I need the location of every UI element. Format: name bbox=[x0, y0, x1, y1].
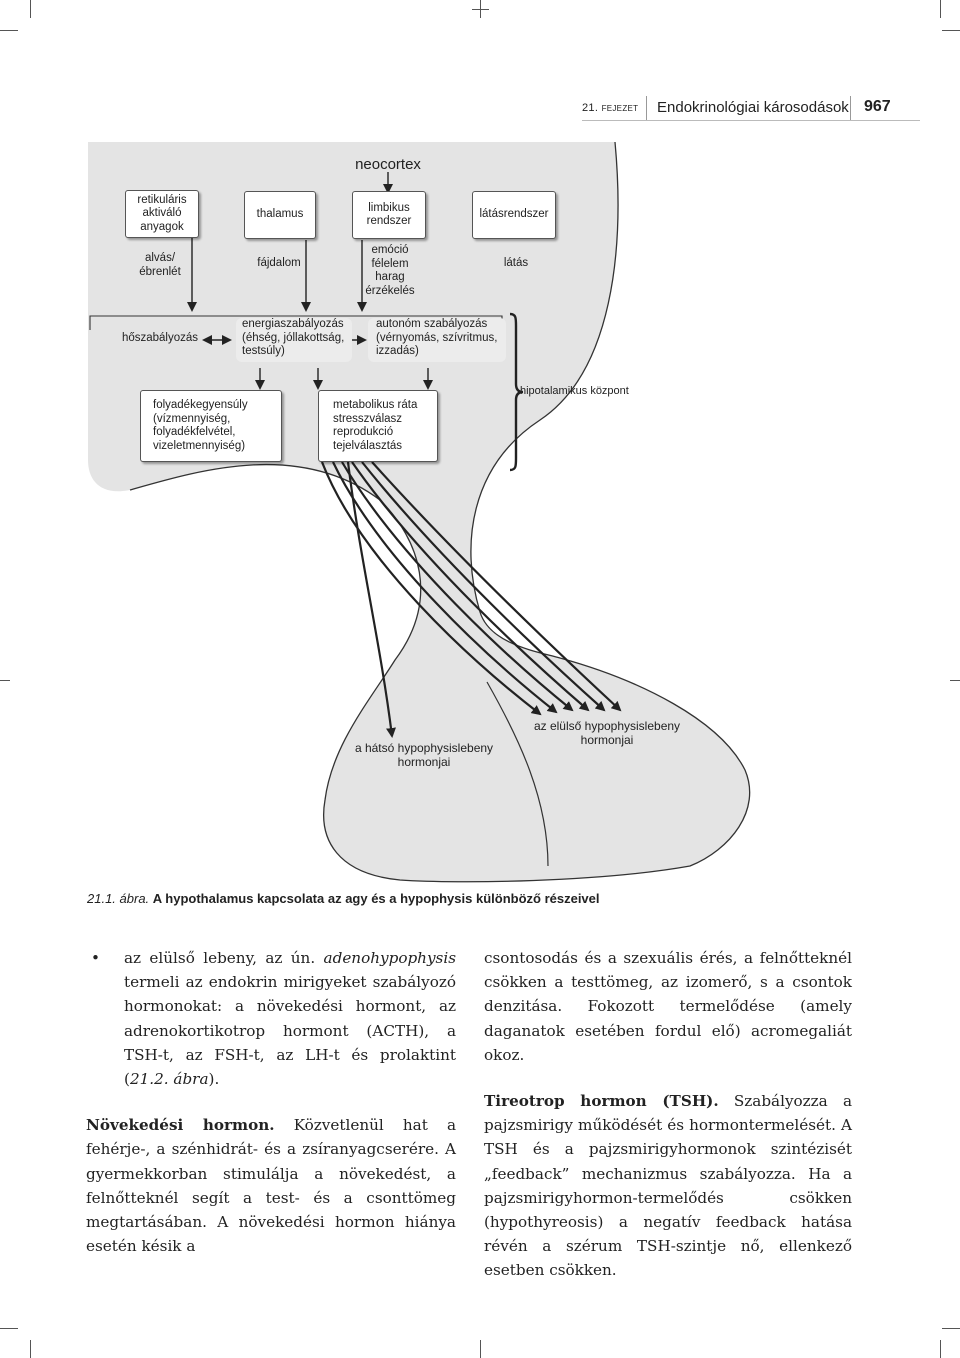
chapter-label: 21. FEJEZET bbox=[582, 102, 639, 114]
hypothalamus-diagram: neocortex retikuláris aktiváló anyagok t… bbox=[88, 141, 751, 883]
crop-mark bbox=[472, 9, 489, 10]
label-elulso-hypophysis: az elülső hypophysislebeny hormonjai bbox=[533, 719, 681, 747]
paragraph-novekedesi: Növekedési hormon. Közvetlenül hat a feh… bbox=[86, 1113, 456, 1258]
crop-mark bbox=[942, 1328, 960, 1329]
running-header: 21. FEJEZET Endokrinológiai károsodások … bbox=[0, 96, 960, 122]
box-thalamus: thalamus bbox=[244, 191, 316, 239]
fiber-anterior-5 bbox=[361, 461, 606, 712]
bullet-dot: • bbox=[91, 949, 100, 967]
header-rule bbox=[582, 120, 920, 121]
label-emocio: emóció félelem harag érzékelés bbox=[365, 244, 415, 297]
brain-outline bbox=[129, 141, 751, 883]
heading-tsh: Tireotrop hormon (TSH). bbox=[484, 1092, 719, 1111]
crop-mark bbox=[30, 0, 31, 18]
label-hatso-hypophysis: a hátsó hypophysislebeny hormonjai bbox=[354, 741, 494, 769]
heading-novekedesi: Növekedési hormon. bbox=[86, 1116, 275, 1135]
fiber-anterior-3 bbox=[341, 461, 574, 712]
fiber-anterior-1 bbox=[320, 461, 542, 716]
header-divider bbox=[850, 96, 851, 120]
crop-mark bbox=[940, 0, 941, 18]
crop-mark bbox=[0, 30, 18, 31]
hypothalamus-brace bbox=[509, 312, 524, 472]
paragraph-text: Szabályozza a pajzsmirigy működését és h… bbox=[484, 1092, 852, 1280]
box-retikularis: retikuláris aktiváló anyagok bbox=[125, 190, 199, 238]
box-metabolikus: metabolikus ráta stresszválasz reprodukc… bbox=[318, 390, 438, 462]
page-number: 967 bbox=[864, 98, 891, 115]
paragraph-continued: csontosodás és a szexuális érés, a felnő… bbox=[484, 949, 852, 1064]
crop-mark bbox=[942, 30, 960, 31]
fiber-anterior-2 bbox=[332, 461, 558, 714]
bullet-text: az elülső lebeny, az ún. bbox=[124, 949, 324, 967]
bullet-item: • az elülső lebeny, az ún. adenohypophysi… bbox=[86, 946, 456, 1091]
figure-reference: 21.2. ábra bbox=[129, 1070, 209, 1089]
figure-caption: 21.1. ábra. A hypothalamus kapcsolata az… bbox=[87, 891, 600, 906]
label-fajdalom: fájdalom bbox=[257, 257, 301, 269]
label-hipotalamikus: hipotalamikus központ bbox=[520, 385, 629, 397]
crop-mark bbox=[30, 1340, 31, 1358]
label-autonom: autonóm szabályozás (vérnyomás, szívritm… bbox=[368, 318, 506, 362]
label-latas: látás bbox=[503, 257, 529, 269]
header-divider bbox=[646, 96, 647, 120]
chapter-title: Endokrinológiai károsodások bbox=[657, 99, 849, 116]
crop-mark bbox=[940, 1340, 941, 1358]
bullet-text-cont: termeli az endokrin mirigyeket szabályoz… bbox=[124, 973, 456, 1089]
caption-number: 21.1. ábra. bbox=[87, 891, 150, 906]
fiber-anterior-6 bbox=[371, 461, 622, 712]
label-hoszabalyozas: hőszabályozás bbox=[121, 332, 199, 344]
crop-mark bbox=[0, 1328, 18, 1329]
box-latasrendszer: látásrendszer bbox=[472, 191, 556, 239]
term-adenohypophysis: adenohypophysis bbox=[323, 949, 456, 967]
paragraph-text: Közvetlenül hat a fehérje-, a szénhidrát… bbox=[86, 1116, 457, 1256]
box-folyadek: folyadékegyensúly (vízmennyiség, folyadé… bbox=[140, 390, 282, 462]
left-column: • az elülső lebeny, az ún. adenohypophysi… bbox=[86, 946, 456, 1258]
caption-title: A hypothalamus kapcsolata az agy és a hy… bbox=[152, 891, 600, 906]
fiber-anterior-4 bbox=[351, 461, 590, 712]
label-energiaszabalyozas: energiaszabályozás (éhség, jóllakottság,… bbox=[236, 318, 352, 362]
pituitary-division bbox=[486, 681, 549, 867]
crop-mark bbox=[0, 680, 10, 681]
box-limbikus: limbikus rendszer bbox=[352, 191, 426, 239]
crop-mark bbox=[950, 680, 960, 681]
bullet-text-end: ). bbox=[208, 1070, 220, 1089]
right-column: csontosodás és a szexuális érés, a felnő… bbox=[484, 946, 852, 1283]
neocortex-label: neocortex bbox=[355, 156, 421, 173]
crop-mark bbox=[480, 1340, 481, 1358]
paragraph-tsh: Tireotrop hormon (TSH). Szabályozza a pa… bbox=[484, 1089, 852, 1283]
label-alvas: alvás/ ébrenlét bbox=[139, 252, 181, 278]
